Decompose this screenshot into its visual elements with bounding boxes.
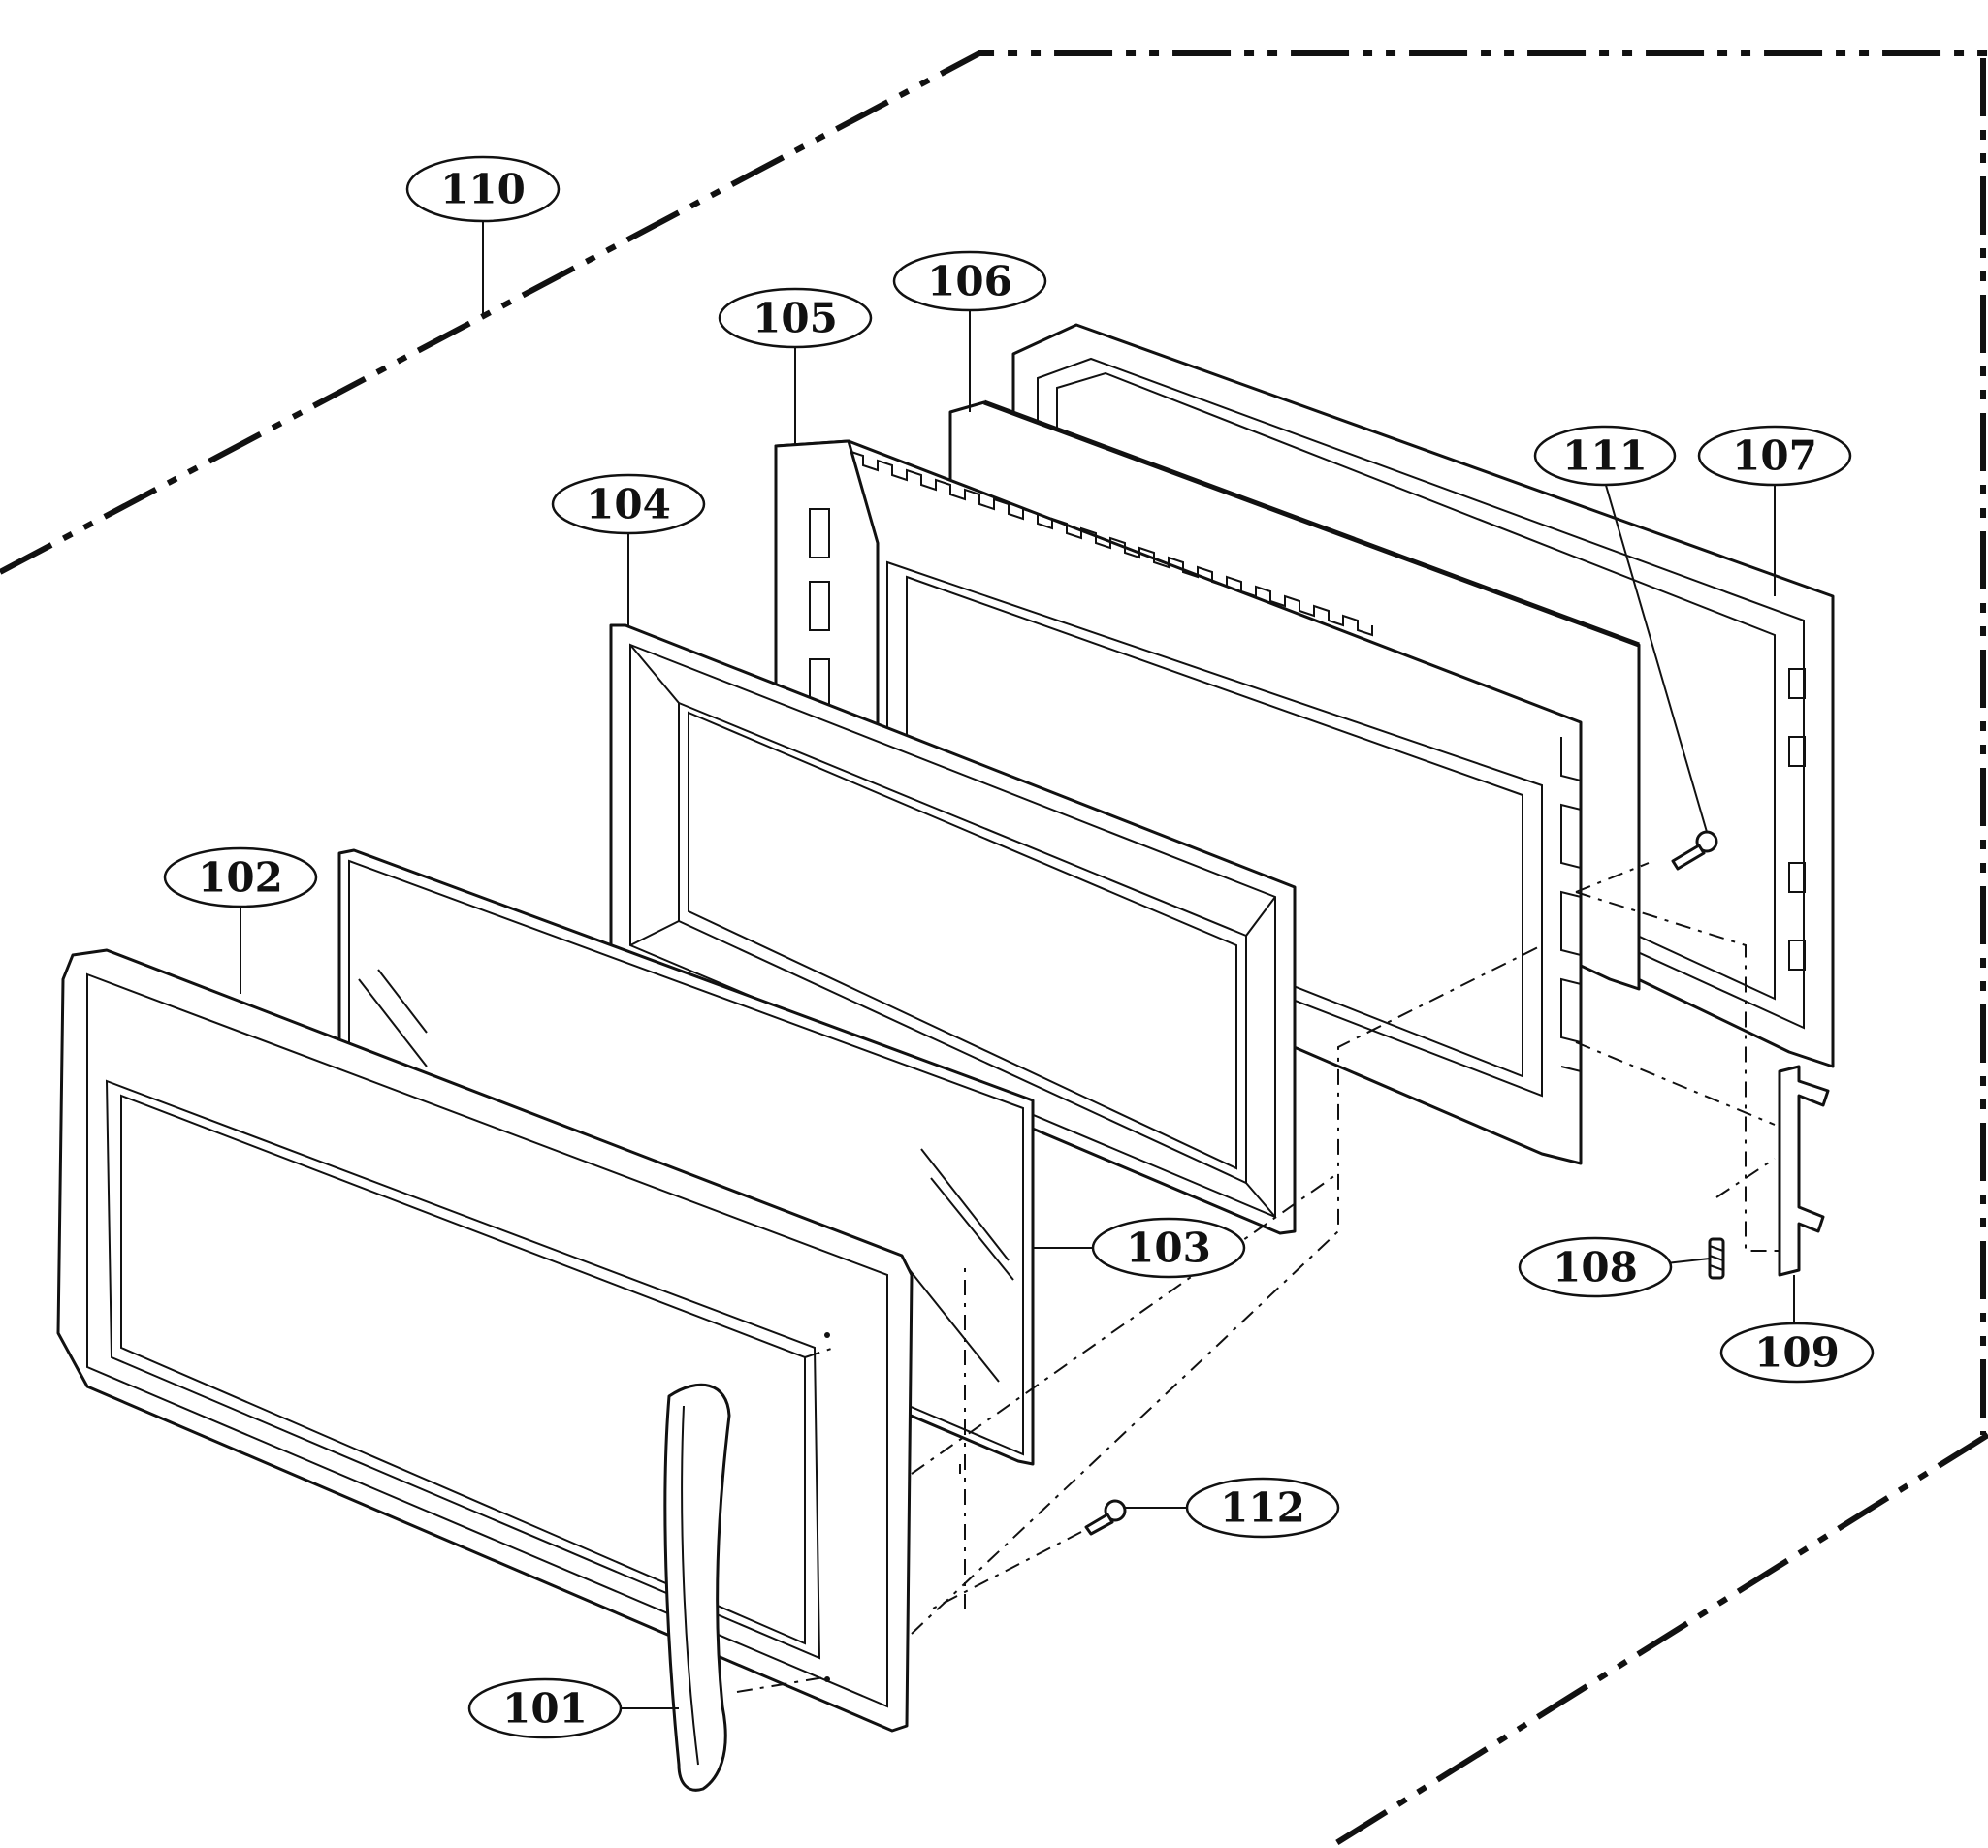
callout-105: 105 — [718, 287, 873, 349]
callout-110: 110 — [405, 155, 561, 223]
callout-101-label: 101 — [502, 1685, 588, 1733]
part-108-spring — [1708, 1237, 1725, 1280]
callout-103-label: 103 — [1126, 1225, 1211, 1272]
callout-101: 101 — [467, 1677, 623, 1739]
callout-111-label: 111 — [1562, 432, 1648, 480]
callout-102-label: 102 — [198, 854, 283, 902]
part-101-handle — [663, 1383, 731, 1792]
callout-109: 109 — [1719, 1322, 1875, 1384]
part-112-screw — [1084, 1499, 1127, 1536]
callout-104-label: 104 — [586, 481, 671, 528]
part-111-screw — [1671, 830, 1718, 871]
callout-103: 103 — [1091, 1217, 1246, 1279]
callout-leaders — [240, 221, 1795, 1709]
assembly-guide-lines — [736, 862, 1780, 1693]
callout-106-label: 106 — [927, 258, 1012, 305]
callout-105-label: 105 — [753, 295, 838, 342]
callout-108-label: 108 — [1553, 1244, 1638, 1291]
callout-106: 106 — [892, 250, 1047, 312]
callout-112-label: 112 — [1220, 1484, 1305, 1532]
callout-108: 108 — [1518, 1236, 1673, 1298]
callout-109-label: 109 — [1754, 1329, 1840, 1377]
callout-111: 111 — [1533, 425, 1677, 487]
part-109-latch-lever — [1778, 1065, 1830, 1277]
callout-107-label: 107 — [1732, 432, 1817, 480]
callout-107: 107 — [1697, 425, 1852, 487]
callout-104: 104 — [551, 473, 706, 535]
callout-102: 102 — [163, 846, 318, 908]
callout-110-label: 110 — [440, 166, 526, 213]
assembly-boundary — [0, 50, 1988, 1848]
callout-112: 112 — [1185, 1477, 1340, 1539]
